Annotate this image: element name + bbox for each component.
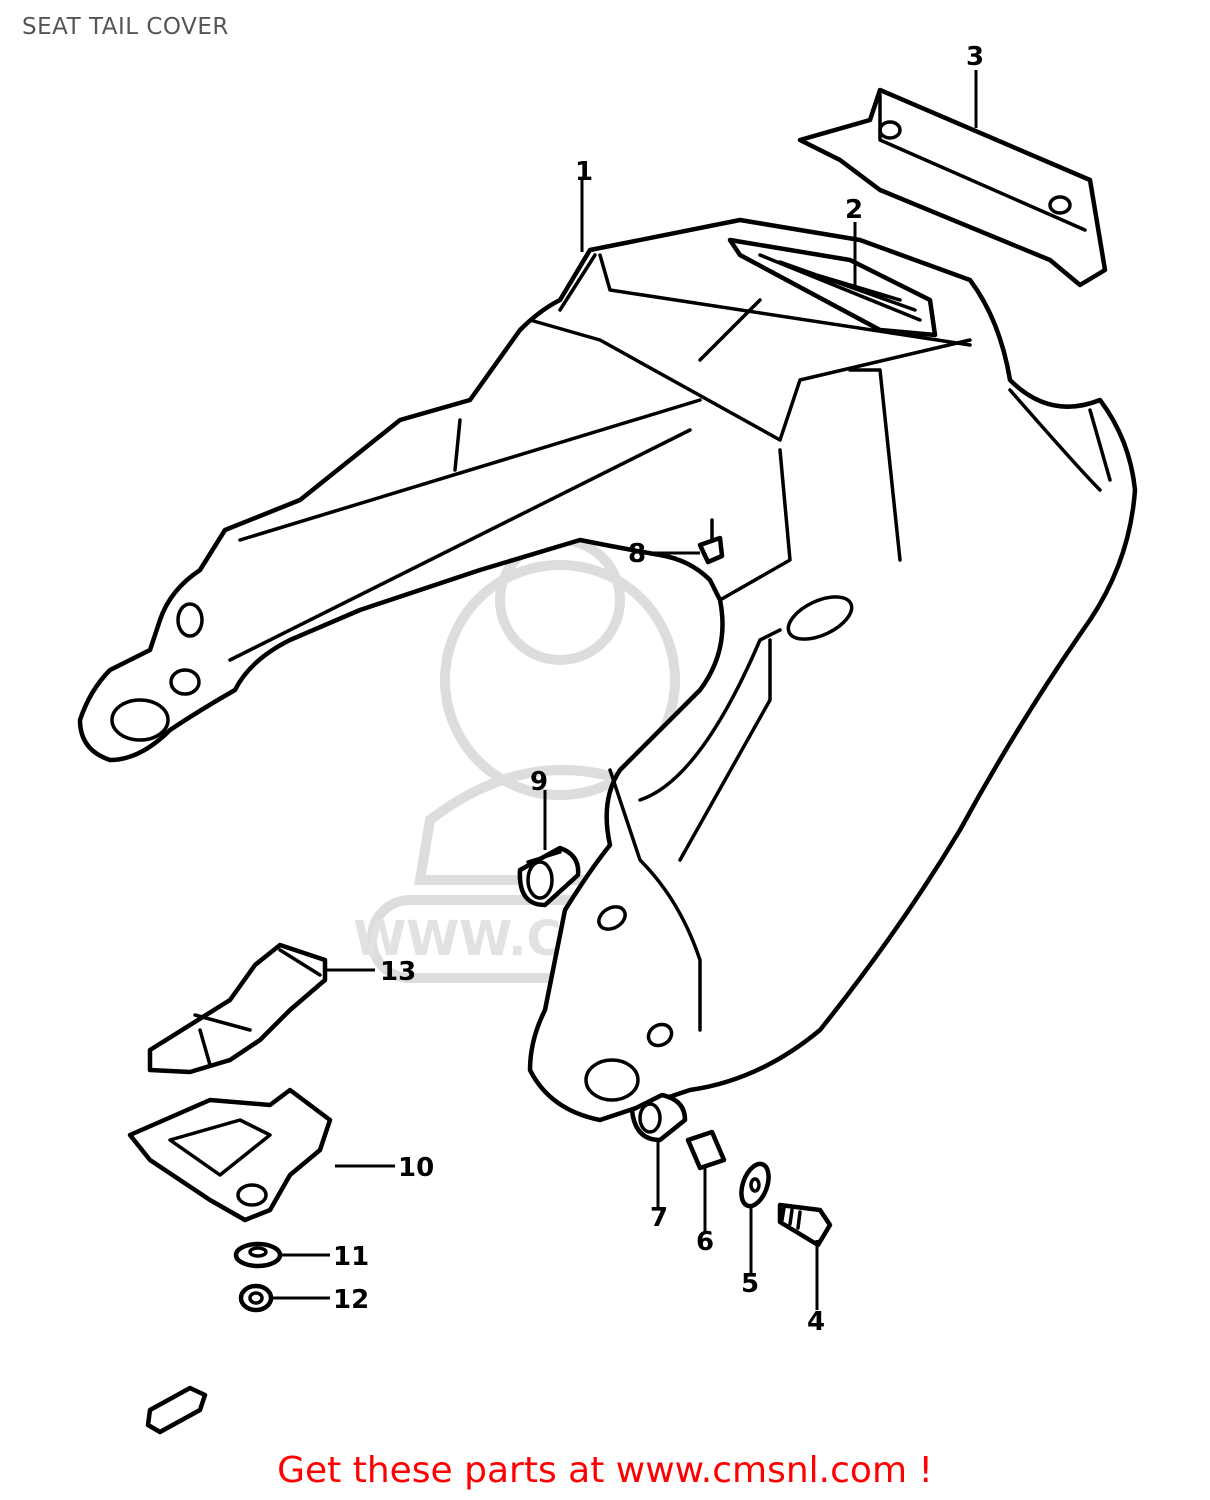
part-7-cushion bbox=[629, 1092, 688, 1143]
small-fastener bbox=[145, 1385, 208, 1435]
callout-12: 12 bbox=[333, 1285, 369, 1315]
part-10-bracket bbox=[127, 1087, 333, 1223]
part-2-grille bbox=[727, 237, 938, 338]
part-9-cushion bbox=[517, 845, 581, 908]
callout-9: 9 bbox=[530, 767, 548, 797]
leader-lines bbox=[272, 70, 978, 1310]
callout-3: 3 bbox=[966, 42, 984, 72]
callout-7: 7 bbox=[650, 1203, 668, 1233]
callout-6: 6 bbox=[696, 1227, 714, 1257]
part-6-collar bbox=[685, 1129, 727, 1171]
callout-11: 11 bbox=[333, 1242, 369, 1272]
callout-5: 5 bbox=[741, 1269, 759, 1299]
part-8-screw bbox=[697, 518, 725, 565]
diagram-title: SEAT TAIL COVER bbox=[22, 14, 229, 40]
part-11-washer bbox=[233, 1241, 283, 1269]
callout-8: 8 bbox=[628, 539, 646, 569]
part-1-seat-tail-cover bbox=[77, 217, 1138, 1123]
footer-link[interactable]: Get these parts at www.cmsnl.com ! bbox=[277, 1450, 933, 1491]
callout-2: 2 bbox=[845, 195, 863, 225]
part-13-clip bbox=[147, 942, 328, 1075]
part-3-handle bbox=[797, 87, 1108, 288]
callout-labels: 1 2 3 4 5 6 7 8 9 10 11 12 13 bbox=[333, 42, 984, 1337]
callout-10: 10 bbox=[398, 1153, 434, 1183]
part-12-nut bbox=[238, 1283, 274, 1313]
part-4-bolt bbox=[777, 1202, 833, 1248]
callout-13: 13 bbox=[380, 957, 416, 987]
callout-4: 4 bbox=[807, 1307, 825, 1337]
part-5-washer bbox=[739, 1161, 771, 1209]
callout-1: 1 bbox=[575, 157, 593, 187]
